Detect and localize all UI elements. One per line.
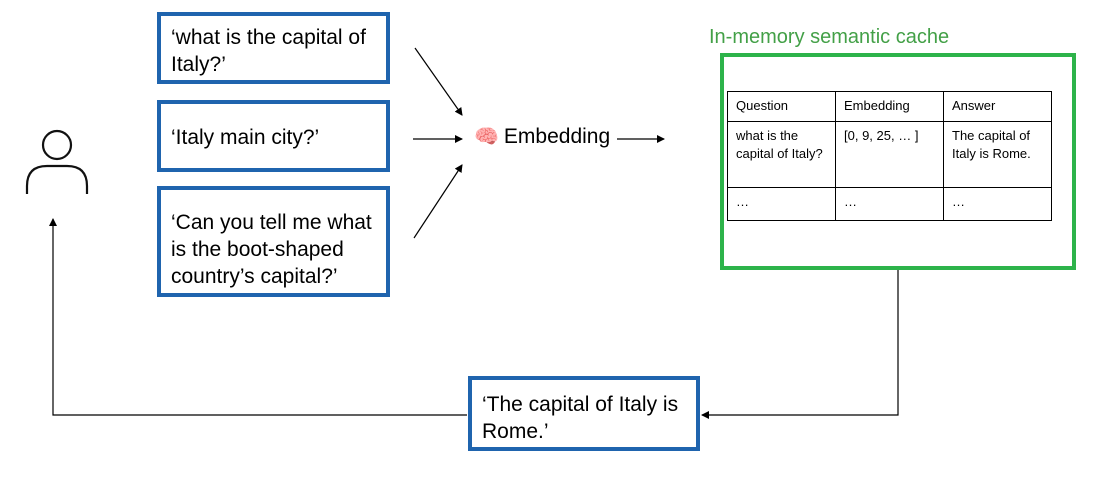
question-box: ‘Can you tell me what is the boot-shaped… [157, 186, 390, 297]
table-header-row: Question Embedding Answer [727, 91, 1052, 122]
embedding-label: Embedding [503, 125, 611, 148]
embedding-node: 🧠 Embedding [474, 125, 610, 149]
table-row: what is the capital of Italy? [0, 9, 25,… [727, 121, 1052, 188]
arrow-q3-to-embedding [413, 164, 463, 239]
brain-icon: 🧠 [474, 126, 499, 148]
answer-box: ‘The capital of Italy is Rome.’ [468, 376, 700, 451]
arrow-answer-to-user [49, 218, 467, 416]
column-header-embedding: Embedding [835, 91, 944, 122]
table-cell: The capital of Italy is Rome. [943, 121, 1052, 188]
table-cell: … [835, 187, 944, 221]
arrow-cache-to-answer [701, 270, 899, 419]
table-row: … … … [727, 187, 1052, 221]
table-cell: … [727, 187, 836, 221]
question-box: ‘Italy main city?’ [157, 100, 390, 172]
table-cell: [0, 9, 25, … ] [835, 121, 944, 188]
column-header-question: Question [727, 91, 836, 122]
arrow-q1-to-embedding [414, 47, 463, 116]
user-icon [25, 129, 89, 194]
table-cell: what is the capital of Italy? [727, 121, 836, 188]
column-header-answer: Answer [943, 91, 1052, 122]
table-cell: … [943, 187, 1052, 221]
cache-title: In-memory semantic cache [709, 26, 950, 48]
question-box: ‘what is the capital of Italy?’ [157, 12, 390, 84]
cache-table: Question Embedding Answer what is the ca… [727, 91, 1052, 221]
